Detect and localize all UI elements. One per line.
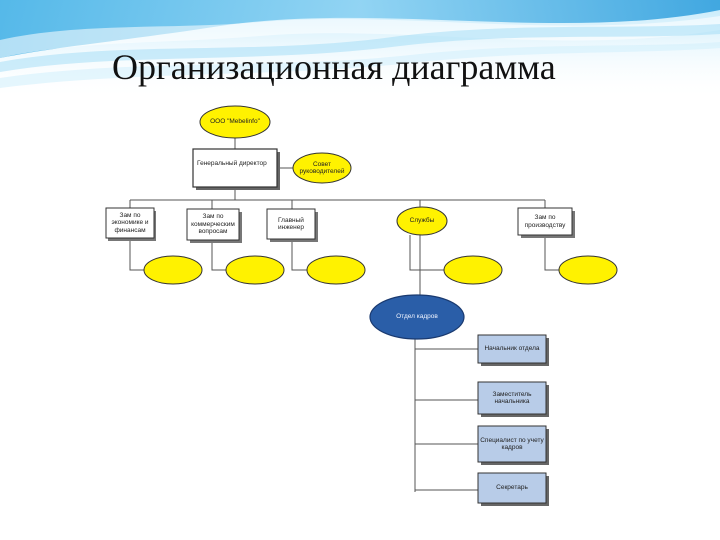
sub-ellipse [143,255,203,285]
deputy-label-economics: Зам по экономике и финансам [111,211,149,234]
header-wave-background [0,0,720,100]
sub-ellipse [443,255,503,285]
hr-staff-label-head: Начальник отдела [484,345,540,353]
company-ellipse [199,105,271,139]
sub-ellipse [225,255,285,285]
general-director-box [192,148,278,188]
hr-staff-label-secretary: Секретарь [496,484,528,492]
deputy-ellipse-services [396,206,448,236]
connector-lines [129,137,560,492]
deputy-box-economics [105,207,155,239]
deputy-box-production [517,207,573,236]
company-label: ООО "Mebelinfo" [210,118,260,126]
sub-ellipse [306,255,366,285]
deputy-label-commerce: Зам по коммерческим вопросам [191,213,235,236]
deputy-box-commerce [186,208,240,241]
general-director-label: Генеральный директор [197,160,267,168]
hr-staff-box-secretary [477,472,547,504]
deputy-label-production: Зам по производству [524,214,566,229]
deputy-label-chief-engineer: Главный инженер [277,216,304,232]
hr-staff-box-head [477,334,547,364]
council-ellipse [292,152,352,184]
hr-department-ellipse [369,294,465,340]
sub-ellipse [558,255,618,285]
council-label: Совет руководителей [299,160,345,176]
deputy-label-services: Службы [409,217,435,225]
hr-staff-box-deputy [477,381,547,415]
hr-staff-label-specialist: Специалист по учету кадров [480,436,544,452]
hr-staff-label-deputy: Заместитель начальника [492,390,532,406]
hr-staff-box-specialist [477,425,547,463]
hr-department-label: Отдел кадров [396,313,438,321]
page-title: Организационная диаграмма [112,47,556,87]
deputy-box-chief-engineer [266,208,316,240]
